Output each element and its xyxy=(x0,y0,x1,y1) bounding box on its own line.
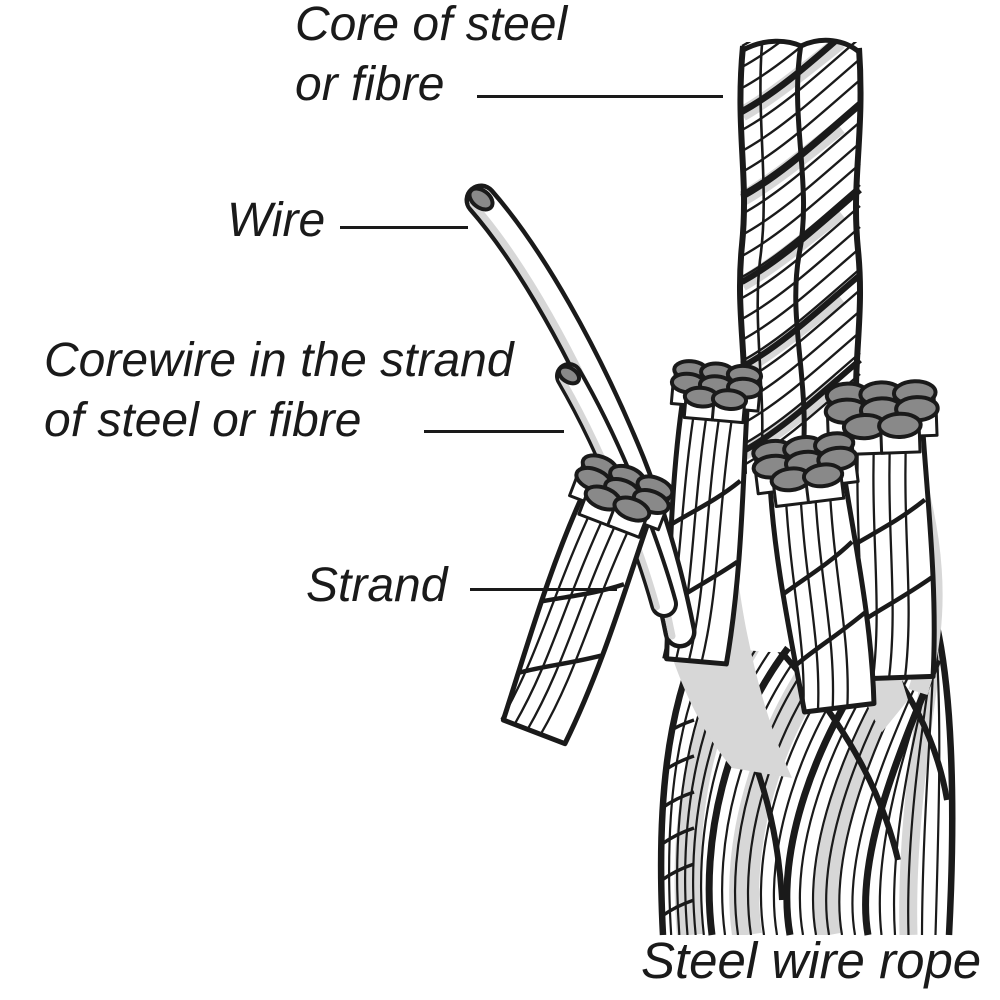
core-rope-pattern xyxy=(740,42,862,473)
core-rope xyxy=(736,37,864,477)
leader-line-core xyxy=(477,95,723,98)
label-corewire-line1: Corewire in the strand xyxy=(44,334,514,387)
label-steel-wire-rope: Steel wire rope xyxy=(641,932,982,989)
label-wire: Wire xyxy=(227,194,326,247)
leader-line-corewire xyxy=(424,430,564,433)
strand-left xyxy=(500,453,675,747)
leader-line-strand xyxy=(470,588,617,591)
label-core-line2: or fibre xyxy=(295,58,445,111)
label-core: Core of steel or fibre xyxy=(295,0,567,115)
label-core-line1: Core of steel xyxy=(295,0,568,51)
label-corewire: Corewire in the strand of steel or fibre xyxy=(44,331,514,451)
label-corewire-line2: of steel or fibre xyxy=(44,394,362,447)
label-strand: Strand xyxy=(306,559,448,612)
strand-center-front xyxy=(751,431,877,715)
leader-line-wire xyxy=(340,226,468,229)
